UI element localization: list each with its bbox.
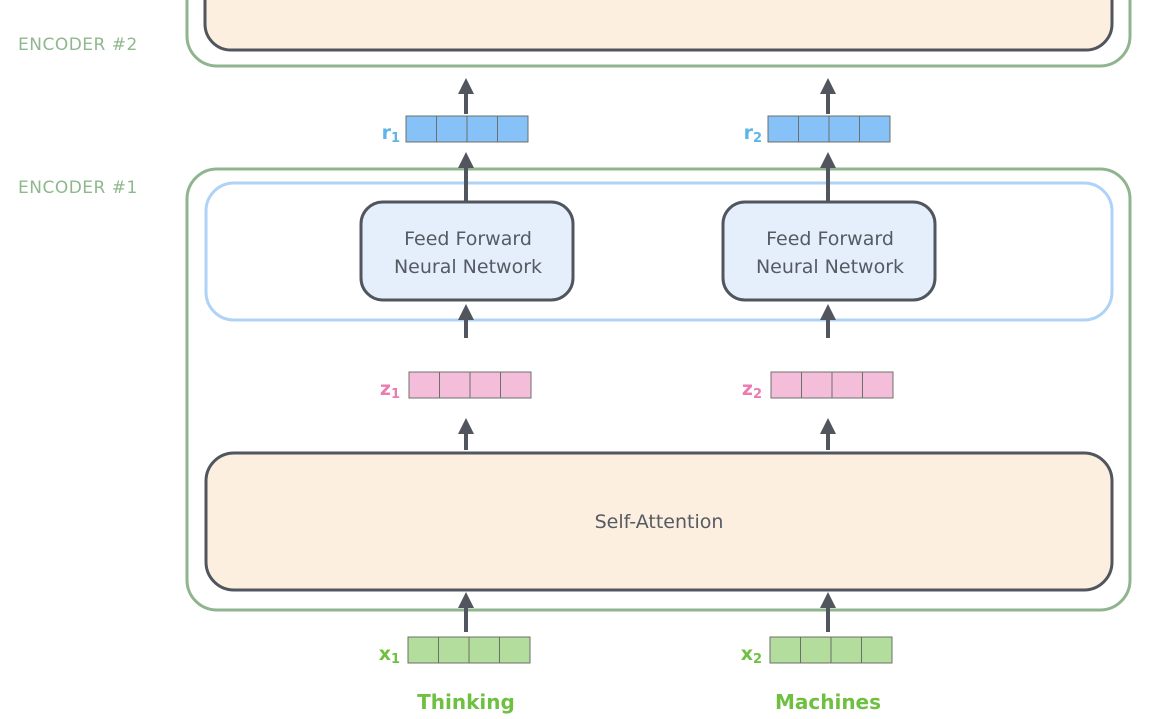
r-vector-label: r1 xyxy=(382,122,400,146)
x-vector xyxy=(407,636,531,664)
z-vector-label-letter: z xyxy=(380,378,391,400)
r-vector-label-subscript: 1 xyxy=(391,131,400,146)
vector-cell xyxy=(405,115,437,143)
x-vector-label-letter: x xyxy=(741,643,753,665)
vector-cell xyxy=(439,371,471,399)
r-vector xyxy=(405,115,529,143)
vector-cell xyxy=(769,636,801,664)
encoder-2-label: ENCODER #2 xyxy=(18,35,138,55)
encoder-2-self-attention-box xyxy=(203,0,1114,52)
vector-cell xyxy=(438,636,470,664)
x-vector xyxy=(769,636,893,664)
encoder-1-label: ENCODER #1 xyxy=(18,178,138,198)
ffnn-box xyxy=(359,200,575,302)
vector-cell xyxy=(800,636,832,664)
ffnn-label-line1: Feed Forward xyxy=(766,228,894,250)
x-vector-label-subscript: 2 xyxy=(753,652,762,667)
z-vector xyxy=(408,371,532,399)
vector-cell xyxy=(767,115,799,143)
vector-cell xyxy=(500,371,532,399)
vector-cell xyxy=(862,371,894,399)
x-vector-label: x1 xyxy=(379,643,400,667)
z-vector-label-subscript: 1 xyxy=(391,387,400,402)
x-vector-label-letter: x xyxy=(379,643,391,665)
z-vector-label: z2 xyxy=(742,378,762,402)
input-word: Machines xyxy=(775,690,881,714)
z-vector-label-subscript: 2 xyxy=(753,387,762,402)
z-vector-label: z1 xyxy=(380,378,400,402)
encoder-2-box xyxy=(185,0,1132,68)
vector-cell xyxy=(770,371,802,399)
z-vector xyxy=(770,371,894,399)
vector-cell xyxy=(497,115,529,143)
self-attention-label: Self-Attention xyxy=(595,511,724,533)
vector-cell xyxy=(830,636,862,664)
vector-cell xyxy=(468,636,500,664)
r-vector-label-letter: r xyxy=(382,122,392,144)
input-word: Thinking xyxy=(417,690,515,714)
vector-cell xyxy=(798,115,830,143)
vector-cell xyxy=(469,371,501,399)
ffnn-group-box xyxy=(204,181,1114,322)
x-vector-label: x2 xyxy=(741,643,762,667)
z-vector-label-letter: z xyxy=(742,378,753,400)
vector-cell xyxy=(831,371,863,399)
r-vector xyxy=(767,115,891,143)
vector-cell xyxy=(861,636,893,664)
r-vector-label-letter: r xyxy=(744,122,754,144)
r-vector-label: r2 xyxy=(744,122,762,146)
x-vector-label-subscript: 1 xyxy=(391,652,400,667)
r-vector-label-subscript: 2 xyxy=(753,131,762,146)
vector-cell xyxy=(499,636,531,664)
ffnn-label-line2: Neural Network xyxy=(394,256,542,278)
ffnn-label-line1: Feed Forward xyxy=(404,228,532,250)
vector-cell xyxy=(801,371,833,399)
self-attention-box xyxy=(204,451,1114,592)
vector-cell xyxy=(466,115,498,143)
vector-cell xyxy=(828,115,860,143)
vector-cell xyxy=(408,371,440,399)
vector-cell xyxy=(407,636,439,664)
ffnn-label-line2: Neural Network xyxy=(756,256,904,278)
encoder-1-box xyxy=(185,167,1132,612)
vector-cell xyxy=(436,115,468,143)
ffnn-box xyxy=(721,200,937,302)
vector-cell xyxy=(859,115,891,143)
